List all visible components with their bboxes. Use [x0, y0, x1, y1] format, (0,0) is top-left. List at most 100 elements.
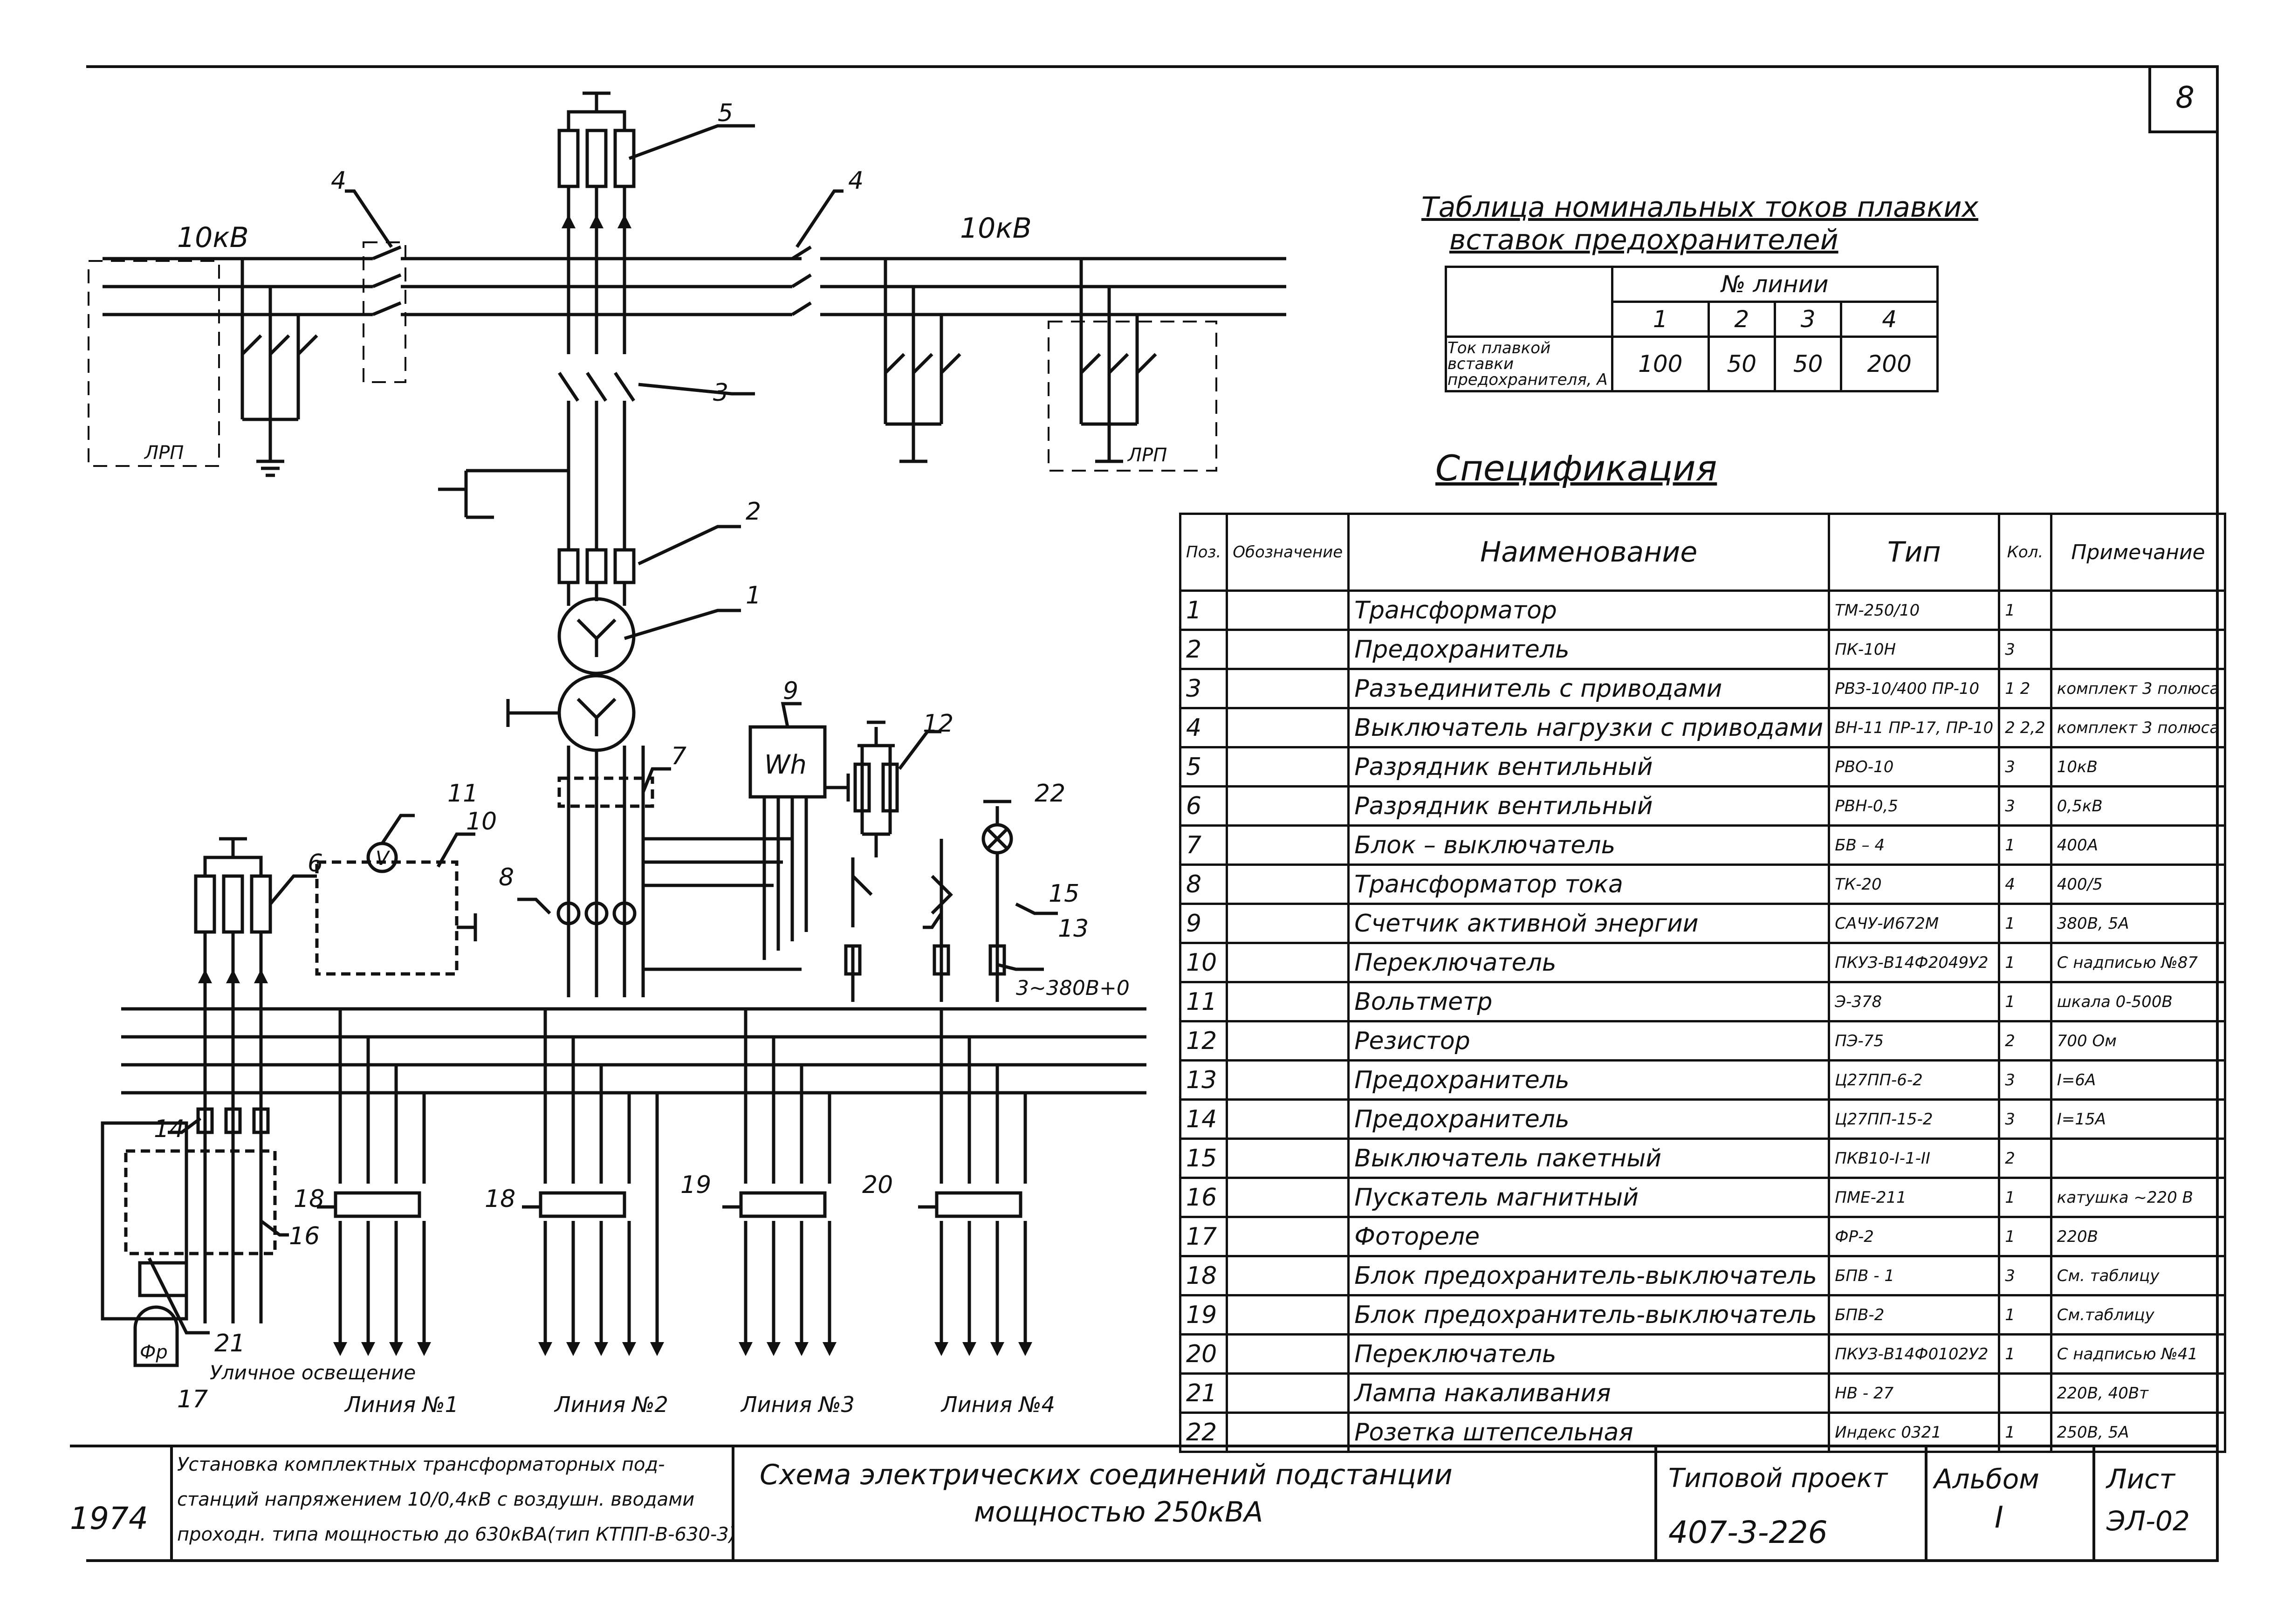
title-block: 1974 Установка комплектных трансформатор… [70, 1445, 2219, 1559]
spec-designation [1226, 629, 1350, 670]
spec-designation [1226, 1333, 1350, 1375]
project-label: Типовой проект [1668, 1463, 1888, 1494]
callout-16: 16 [289, 1222, 320, 1250]
lrp-left-label: ЛРП [144, 442, 184, 464]
block-switch-7 [557, 776, 654, 808]
spec-type: ТК-20 [1828, 863, 2001, 905]
fuse-current-table: № линии 1 2 3 4 Ток плавкой вставки пред… [1445, 266, 1939, 392]
arrester-6a [194, 874, 216, 934]
voltage-left-label: 10кВ [177, 221, 249, 254]
callout-15: 15 [1049, 880, 1079, 908]
callout-6: 6 [308, 850, 323, 877]
spec-qty: 3 [1998, 1255, 2052, 1296]
callout-5: 5 [718, 99, 733, 127]
spec-qty: 2 [1998, 1137, 2052, 1179]
spec-name: Предохранитель [1347, 1059, 1831, 1101]
description-line-3: проходн. типа мощностью до 630кВА(тип КТ… [177, 1524, 736, 1545]
callout-4-right: 4 [848, 167, 864, 195]
callout-9: 9 [783, 677, 798, 705]
spec-qty: 1 [1998, 1177, 2052, 1218]
spec-qty: 2 2,2 [1998, 707, 2052, 748]
spec-qty: 1 2 [1998, 668, 2052, 709]
spec-header-designation: Обозначение [1226, 513, 1350, 592]
spec-pos: 9 [1179, 903, 1228, 944]
spec-pos: 16 [1179, 1177, 1228, 1218]
spec-note: 0,5кВ [2050, 785, 2227, 827]
spec-qty: 4 [1998, 863, 2052, 905]
spec-designation [1226, 1177, 1350, 1218]
spec-note: шкала 0-500В [2050, 981, 2227, 1022]
spec-name: Разрядник вентильный [1347, 746, 1831, 788]
fuse-table-title-2: вставок предохранителей [1449, 224, 1838, 256]
spec-name: Блок предохранитель-выключатель [1347, 1294, 1831, 1336]
album-number: I [1995, 1501, 2003, 1535]
description-line-2: станций напряжением 10/0,4кВ с воздушн. … [177, 1489, 695, 1510]
fuse-col-1: 1 [1611, 301, 1710, 338]
spec-type: ТМ-250/10 [1828, 589, 2001, 631]
spec-designation [1226, 1137, 1350, 1179]
callout-2: 2 [746, 498, 761, 526]
spec-designation [1226, 1020, 1350, 1062]
spec-designation [1226, 589, 1350, 631]
spec-pos: 12 [1179, 1020, 1228, 1062]
arrester-6b [222, 874, 244, 934]
spec-name: Переключатель [1347, 1333, 1831, 1375]
street-lighting-label: Уличное освещение [210, 1361, 416, 1384]
callout-10: 10 [466, 808, 497, 836]
current-transformer-b [584, 901, 609, 925]
spec-name: Счетчик активной энергии [1347, 903, 1831, 944]
spec-designation [1226, 1216, 1350, 1257]
fuse-14b [224, 1107, 242, 1134]
spec-name: Разъединитель с приводами [1347, 668, 1831, 709]
spec-note: С надписью №41 [2050, 1333, 2227, 1375]
line-3-label: Линия №3 [740, 1392, 855, 1417]
spec-type: БПВ - 1 [1828, 1255, 2001, 1296]
spec-name: Предохранитель [1347, 1098, 1831, 1140]
spec-type: ПК-10Н [1828, 629, 2001, 670]
spec-designation [1226, 981, 1350, 1022]
spec-pos: 5 [1179, 746, 1228, 788]
spec-header-type: Тип [1828, 513, 2001, 592]
fuse-14c [252, 1107, 270, 1134]
spec-title: Спецификация [1435, 447, 1717, 489]
callout-3: 3 [713, 379, 728, 407]
spec-type: РВЗ-10/400 ПР-10 [1828, 668, 2001, 709]
spec-pos: 20 [1179, 1333, 1228, 1375]
fuse-row-label: Ток плавкой вставки предохранителя, А [1445, 336, 1613, 392]
sheet-number: 8 [2148, 65, 2219, 133]
lrp-box-right [1048, 321, 1217, 472]
spec-designation [1226, 1294, 1350, 1336]
disconnector-3 [558, 372, 635, 402]
spec-note: 220В [2050, 1216, 2227, 1257]
spec-note: С надписью №87 [2050, 942, 2227, 983]
spec-designation [1226, 746, 1350, 788]
spec-name: Лампа накаливания [1347, 1372, 1831, 1414]
spec-name: Разрядник вентильный [1347, 785, 1831, 827]
spec-qty [1998, 1372, 2052, 1414]
spec-type: ПКВ10-I-1-II [1828, 1137, 2001, 1179]
year: 1974 [70, 1501, 148, 1536]
arrester-5b [585, 129, 608, 188]
spec-qty: 1 [1998, 1333, 2052, 1375]
spec-designation [1226, 707, 1350, 748]
resistor-12b [881, 762, 899, 813]
spec-qty: 1 [1998, 589, 2052, 631]
spec-note: катушка ~220 В [2050, 1177, 2227, 1218]
spec-pos: 18 [1179, 1255, 1228, 1296]
callout-18-c: 19 [680, 1171, 711, 1199]
spec-name: Предохранитель [1347, 629, 1831, 670]
spec-type: ПКУЗ-В14Ф2049У2 [1828, 942, 2001, 983]
spec-note: 380В, 5А [2050, 903, 2227, 944]
voltmeter-label: V [376, 847, 391, 870]
fuse-block-line4 [935, 1191, 1022, 1218]
